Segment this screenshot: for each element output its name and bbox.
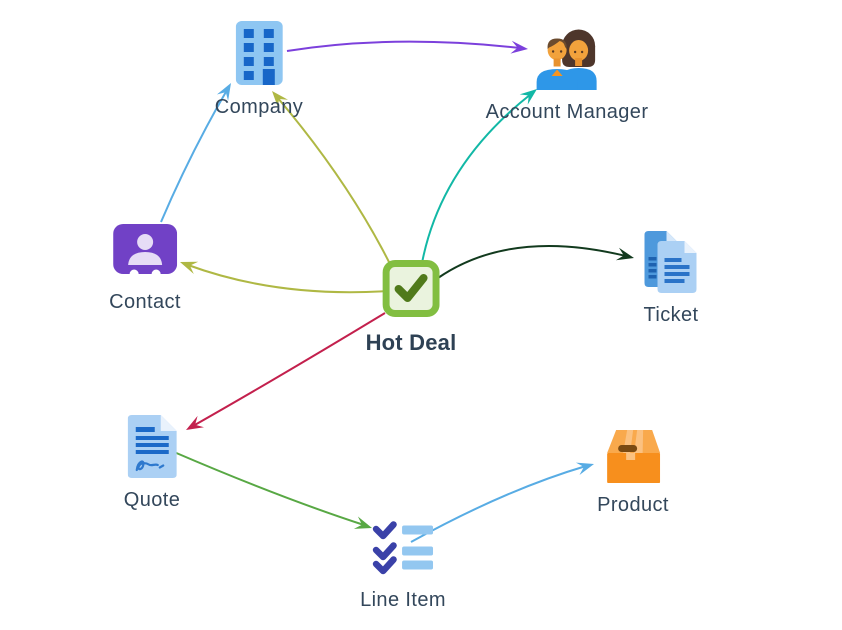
green-checkbox-icon: [382, 260, 440, 317]
edge-hot-deal-to-ticket-arrowhead: [615, 247, 634, 261]
node-product: Product: [597, 430, 669, 517]
node-hot-deal: Hot Deal: [366, 260, 457, 356]
edge-hot-deal-to-account-manager-arrowhead: [519, 89, 537, 105]
package-box-icon: [606, 430, 660, 483]
edge-hot-deal-to-contact: [180, 261, 389, 294]
node-line-item: Line Item: [360, 521, 446, 612]
node-contact: Contact: [109, 224, 181, 314]
edge-line-item-to-product-arrowhead: [575, 462, 594, 475]
node-account-manager: Account Manager: [486, 27, 649, 124]
node-quote: Quote: [124, 415, 180, 512]
edge-hot-deal-to-contact-arrowhead: [180, 261, 199, 274]
building-icon: [235, 21, 283, 85]
edge-hot-deal-to-account-manager: [421, 89, 537, 264]
edge-hot-deal-to-company: [272, 91, 392, 267]
node-label-contact: Contact: [109, 291, 181, 313]
edge-company-to-account-manager-line: [286, 40, 521, 52]
node-ticket: Ticket: [644, 231, 699, 327]
node-label-product: Product: [597, 494, 669, 516]
edge-quote-to-line-item-arrowhead: [353, 516, 372, 529]
edge-hot-deal-to-ticket-line: [437, 245, 627, 279]
edge-hot-deal-to-account-manager-line: [421, 93, 532, 264]
checklist-icon: [373, 521, 434, 578]
edge-contact-to-company-line: [160, 89, 228, 223]
signed-document-icon: [127, 415, 177, 478]
node-label-account-manager: Account Manager: [485, 101, 649, 123]
contact-card-icon: [112, 224, 177, 280]
edge-company-to-account-manager: [286, 40, 528, 54]
two-people-icon: [533, 27, 601, 90]
edge-contact-to-company: [160, 83, 231, 223]
edge-quote-to-line-item: [173, 451, 372, 529]
stacked-documents-icon: [644, 231, 698, 293]
edge-hot-deal-to-quote-line: [192, 312, 386, 427]
node-label-quote: Quote: [123, 489, 181, 511]
node-company: Company: [215, 21, 303, 119]
node-label-company: Company: [214, 96, 304, 118]
edge-quote-to-line-item-line: [173, 451, 365, 526]
edge-hot-deal-to-company-line: [276, 96, 392, 267]
edge-contact-to-company-arrowhead: [216, 83, 231, 101]
edge-company-to-account-manager-arrowhead: [510, 40, 528, 54]
node-label-ticket: Ticket: [643, 304, 699, 326]
edge-hot-deal-to-quote: [186, 312, 386, 430]
node-label-line-item: Line Item: [360, 589, 446, 611]
edge-hot-deal-to-company-arrowhead: [272, 91, 288, 109]
edge-hot-deal-to-ticket: [437, 245, 634, 279]
edge-hot-deal-to-quote-arrowhead: [186, 415, 204, 430]
edge-hot-deal-to-contact-line: [187, 264, 389, 294]
node-label-hot-deal: Hot Deal: [365, 330, 457, 355]
